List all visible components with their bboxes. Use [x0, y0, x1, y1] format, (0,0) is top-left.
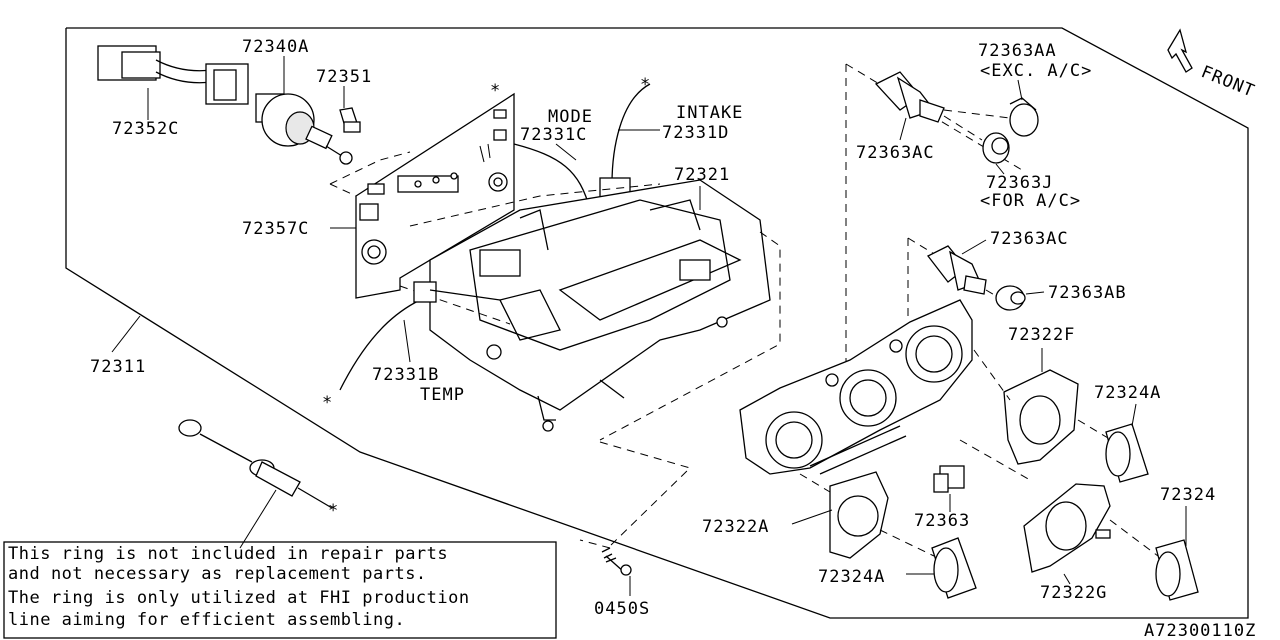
front-label: FRONT [1198, 62, 1258, 102]
diagram-code: A72300110Z [1144, 621, 1256, 640]
label-72322F: 72322F [1008, 325, 1075, 345]
knob-72324A-bottom [931, 537, 977, 599]
label-72322G: 72322G [1040, 583, 1107, 603]
label-72363J: 72363J [986, 173, 1053, 193]
note-text: This ring is not included in repair part… [8, 544, 470, 630]
label-72322A: 72322A [702, 517, 769, 537]
ring-tool [178, 419, 333, 509]
label-72331D: 72331D [662, 123, 729, 143]
cable-72331C [513, 143, 591, 211]
knob-72324A-right [1105, 423, 1149, 483]
label-for-ac: <FOR A/C> [980, 191, 1081, 211]
bulb-72363J [982, 132, 1010, 164]
assembly-boundary [65, 27, 1249, 619]
label-72324A-right: 72324A [1094, 383, 1161, 403]
label-72351: 72351 [316, 67, 372, 87]
socket-72363AC-mid [927, 245, 987, 295]
label-72340A: 72340A [242, 37, 309, 57]
label-72311: 72311 [90, 357, 146, 377]
cable-72331D [611, 83, 651, 185]
socket-72363AC-top [874, 71, 945, 123]
front-arrow-icon [1167, 28, 1193, 73]
cable-72331B [339, 299, 421, 391]
asterisk-cable-d: * [640, 75, 651, 95]
note-box [3, 541, 557, 639]
label-temp: TEMP [420, 385, 465, 405]
label-72363AC-mid: 72363AC [990, 229, 1069, 249]
label-72352C: 72352C [112, 119, 179, 139]
label-72363AA: 72363AA [978, 41, 1057, 61]
note-line-2: and not necessary as replacement parts. [8, 564, 427, 584]
switch-72340A [255, 93, 353, 165]
label-exc-ac: <EXC. A/C> [980, 61, 1092, 81]
label-72363: 72363 [914, 511, 970, 531]
label-mode: MODE [548, 107, 593, 127]
control-body-72321 [429, 179, 771, 432]
label-72321: 72321 [674, 165, 730, 185]
asterisk-cable-b: * [322, 393, 333, 413]
note-line-3: The ring is only utilized at FHI product… [8, 588, 470, 608]
screw-0450S [601, 547, 632, 576]
holder-72363 [933, 465, 965, 493]
connector-72352C [97, 45, 249, 105]
plate-72322A [829, 471, 889, 559]
asterisk-panel: * [490, 81, 501, 101]
note-line-4: line aiming for efficient assembling. [8, 610, 405, 630]
plate-72322F [1003, 369, 1079, 465]
asterisk-ring: * [328, 501, 339, 521]
label-0450S: 0450S [594, 599, 650, 619]
label-72331C: 72331C [520, 125, 587, 145]
note-line-1: This ring is not included in repair part… [8, 544, 448, 564]
panel-72357C [355, 92, 515, 299]
label-72331B: 72331B [372, 365, 439, 385]
label-72357C: 72357C [242, 219, 309, 239]
bulb-72363AA [1009, 97, 1039, 137]
label-72363AB: 72363AB [1048, 283, 1127, 303]
face-panel [739, 299, 973, 475]
plate-72322G [1023, 483, 1111, 573]
bulb-72351 [339, 107, 361, 133]
label-72324A-bottom: 72324A [818, 567, 885, 587]
bulb-72363AB [995, 285, 1026, 311]
label-72363AC-top: 72363AC [856, 143, 935, 163]
label-72324: 72324 [1160, 485, 1216, 505]
knob-72324 [1155, 539, 1199, 601]
label-intake: INTAKE [676, 103, 743, 123]
